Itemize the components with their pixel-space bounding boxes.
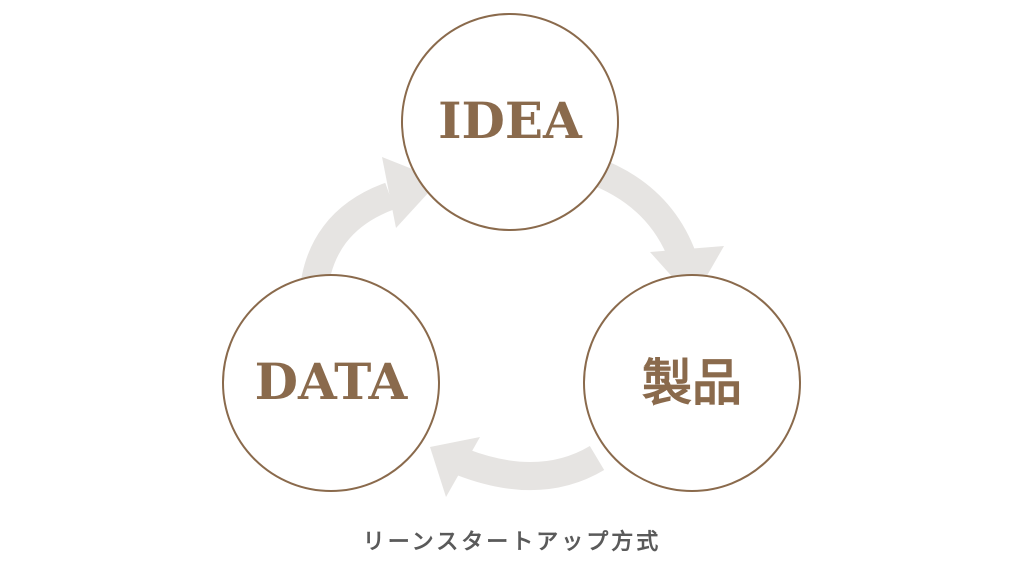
node-data: DATA [222,274,440,492]
node-idea-circle [401,13,619,231]
arrow-head-product-to-data [430,437,480,497]
arrow-shaft-idea-to-product [586,156,697,264]
node-data-label: DATA [255,352,409,411]
edge-idea-to-product [586,156,724,300]
edge-product-to-data [430,437,605,497]
arrow-shaft-product-to-data [456,445,605,491]
node-product-label: 製品 [642,353,742,412]
node-product-circle [583,274,801,492]
node-product: 製品 [583,274,801,492]
node-data-circle [222,274,440,492]
node-idea: IDEA [401,13,619,231]
node-idea-label: IDEA [438,91,583,150]
diagram-caption: リーンスタートアップ方式 [362,529,662,555]
arrow-head-idea-to-product [650,246,724,300]
